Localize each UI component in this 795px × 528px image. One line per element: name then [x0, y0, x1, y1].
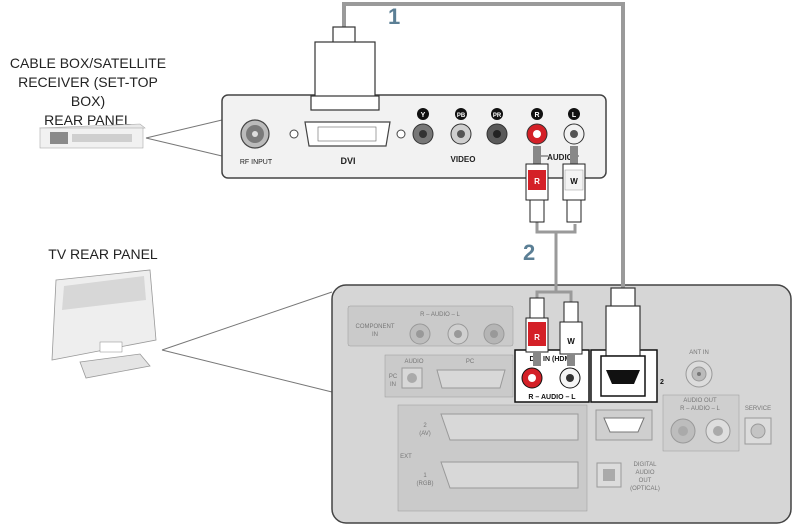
stb-red-plug [525, 146, 549, 223]
settop-caption-line-3: REAR PANEL [44, 112, 132, 128]
pc-ports [401, 367, 506, 389]
pc-in-label-2: IN [390, 382, 396, 388]
pc-in-label-1: PC [389, 374, 398, 380]
tv-white-plug-label: W [567, 337, 575, 346]
jack-pb-letter: PB [457, 113, 466, 119]
tv-illustration [51, 269, 157, 379]
dvi-port [289, 121, 406, 147]
step-1-label: 1 [388, 4, 401, 29]
ext-label: EXT [400, 454, 412, 460]
tv-red-plug [525, 297, 549, 366]
rf-input-label: RF INPUT [240, 159, 273, 166]
optical-label-3: OUT [639, 478, 652, 484]
tv-dvi-audio-jacks [521, 367, 581, 389]
rf-input-jack [240, 119, 270, 149]
optical-label-1: DIGITAL [634, 462, 658, 468]
settop-box-caption: CABLE BOX/SATELLITE RECEIVER (SET-TOP BO… [0, 54, 176, 130]
stb-white-plug-label: W [570, 177, 578, 186]
jack-audio-r [526, 108, 548, 145]
settop-caption-line-1: CABLE BOX/SATELLITE [9, 55, 167, 71]
component-in-label-1: COMPONENT [356, 324, 395, 330]
audio-out-jacks [670, 418, 731, 444]
cable-1-dvi-hdmi [342, 2, 625, 292]
cable-2-audio [535, 222, 577, 304]
ext1-label-1: 1 [423, 473, 427, 479]
service-port [744, 417, 772, 445]
hdmi-plug [600, 287, 646, 397]
pc-audio-label: AUDIO [404, 359, 423, 365]
stb-white-plug [562, 146, 586, 223]
ant-in-label: ANT IN [689, 350, 709, 356]
dvi-in-hdmi-label: DVI IN (HDMI) [529, 356, 574, 363]
tv-caption: TV REAR PANEL [48, 246, 158, 262]
ant-in-jack [685, 360, 713, 388]
component-audio-rl: R – AUDIO – L [420, 312, 460, 318]
scart-ports [440, 413, 579, 489]
jack-r-letter: R [534, 112, 539, 119]
ext1-label-2: (RGB) [417, 481, 434, 487]
stb-red-plug-label: R [534, 177, 540, 186]
hdmi-port-number: 2 [660, 379, 664, 386]
jack-pr [486, 108, 508, 145]
dvi-label: DVI [340, 156, 355, 166]
video-label: VIDEO [451, 155, 476, 164]
dvi-audio-rl-label: R – AUDIO – L [528, 394, 576, 401]
jack-audio-l [563, 108, 585, 145]
jack-pr-letter: PR [493, 113, 502, 119]
ext2-label-1: 2 [423, 423, 427, 429]
jack-l-letter: L [572, 112, 577, 119]
tv-red-plug-label: R [534, 333, 540, 342]
tv-white-plug [559, 301, 583, 366]
jack-y [412, 108, 434, 145]
optical-port [596, 462, 622, 488]
jack-y-letter: Y [421, 112, 426, 119]
pc-label: PC [466, 359, 475, 365]
settop-box-illustration [39, 123, 146, 149]
audio-label-stb: AUDIO [547, 153, 573, 162]
hdmi-port-1 [595, 409, 653, 441]
step-2-label: 2 [523, 240, 536, 265]
optical-label-4: (OPTICAL) [630, 486, 660, 492]
component-in-label-2: IN [372, 332, 378, 338]
component-audio-jacks [409, 323, 505, 345]
audio-out-label: AUDIO OUT [683, 398, 717, 404]
service-label: SERVICE [745, 406, 771, 412]
jack-pb [450, 108, 472, 145]
dvi-plug [310, 26, 380, 111]
ext2-label-2: (AV) [419, 431, 431, 437]
settop-caption-line-2: RECEIVER (SET-TOP BOX) [18, 74, 158, 109]
optical-label-2: AUDIO [635, 470, 654, 476]
audio-out-rl-label: R – AUDIO – L [680, 406, 720, 412]
